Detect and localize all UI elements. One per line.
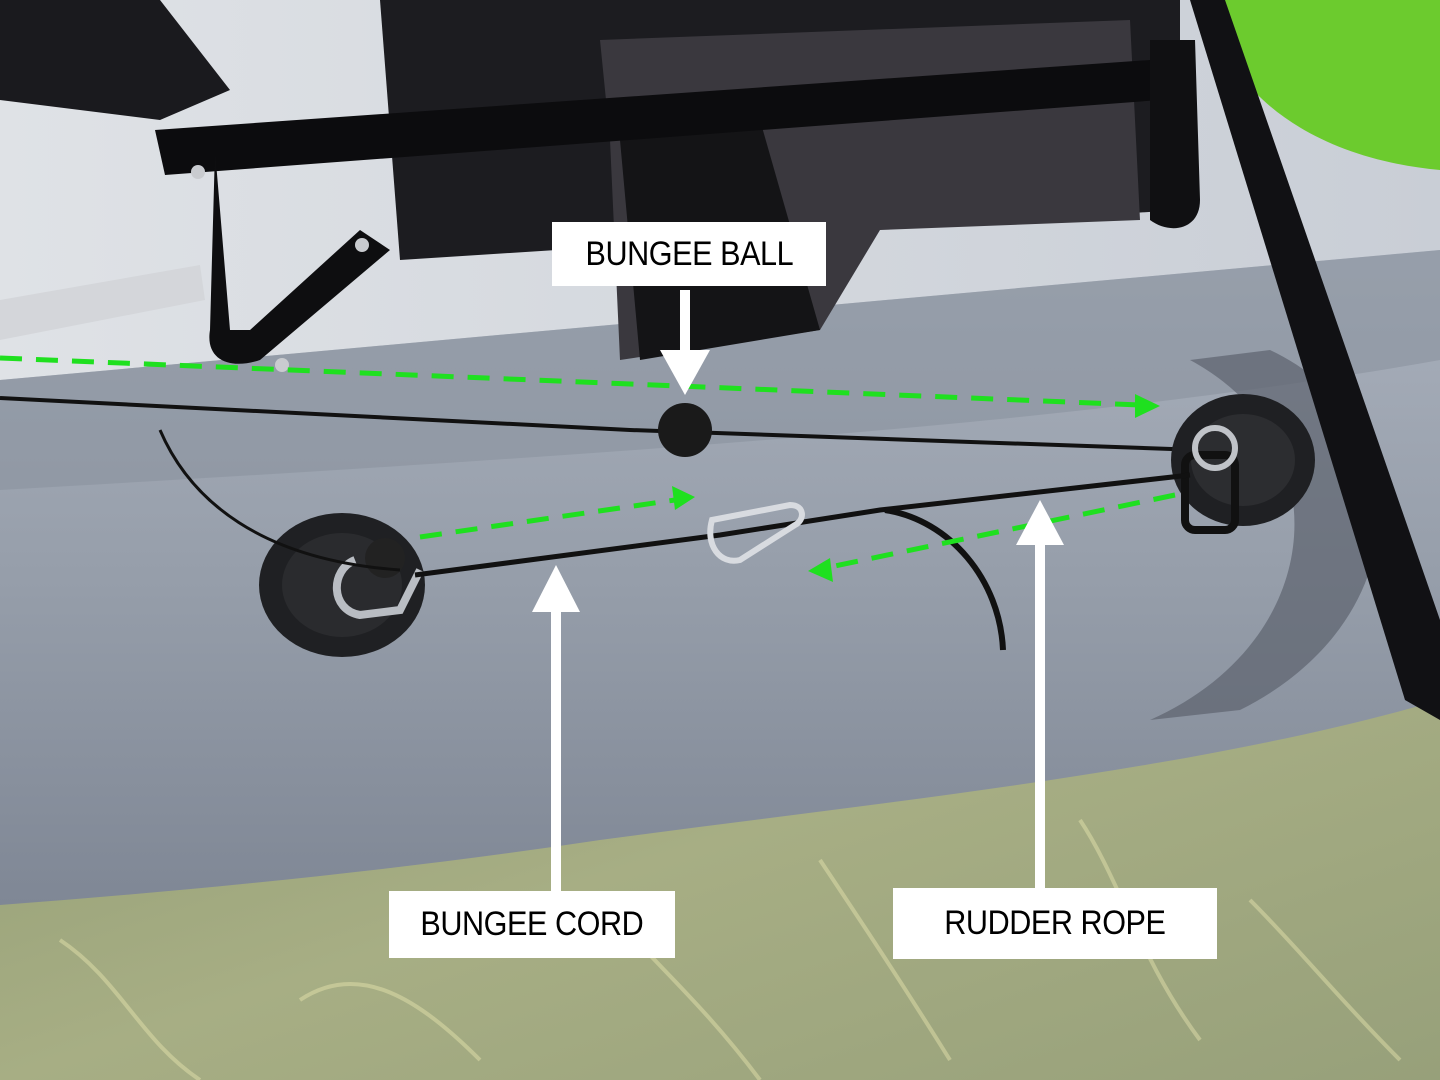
bungee-cord-tail-left — [158, 429, 401, 572]
carabiner — [707, 501, 805, 564]
bungee-rope-top — [0, 396, 1201, 452]
label-rudder-rope-text: RUDDER ROPE — [944, 904, 1166, 942]
guide-dashes — [0, 355, 1176, 571]
label-bungee-cord: BUNGEE CORD — [389, 891, 675, 958]
annotation-arrows — [532, 290, 1064, 895]
label-bungee-cord-text: BUNGEE CORD — [420, 905, 644, 943]
paddle-blade — [1220, 0, 1440, 170]
label-rudder-rope: RUDDER ROPE — [893, 888, 1217, 959]
tube-upper-band — [0, 250, 1440, 490]
rope-tail — [884, 507, 1006, 651]
paddle-shaft — [1190, 0, 1440, 720]
label-bungee-ball-text: BUNGEE BALL — [585, 234, 793, 273]
tube-dark-stripe — [1150, 350, 1380, 720]
bungee-ball — [658, 403, 712, 457]
guide-arrowheads — [672, 394, 1160, 582]
label-bungee-ball: BUNGEE BALL — [552, 222, 826, 286]
d-ring-right — [1171, 394, 1315, 534]
d-ring-left — [259, 513, 425, 657]
